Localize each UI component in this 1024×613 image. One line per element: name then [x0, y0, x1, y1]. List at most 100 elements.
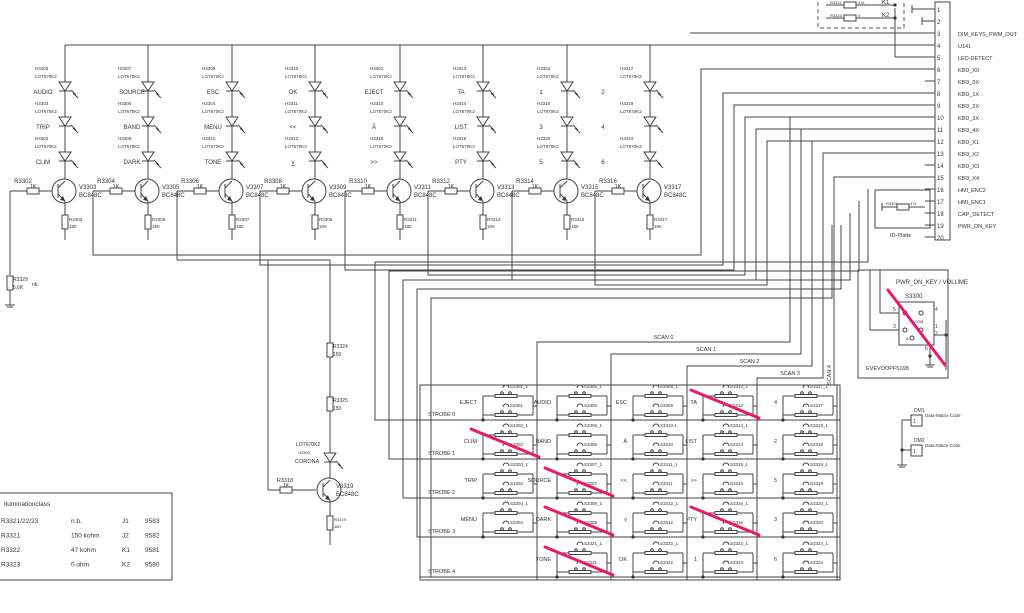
switch-contact-icon [508, 488, 512, 492]
led-label: 6 [601, 160, 605, 166]
led-light-arrow-icon [239, 162, 246, 169]
push-button-icon [502, 481, 510, 486]
push-button-icon [502, 501, 510, 506]
connector-pin-number: 4 [937, 44, 941, 50]
transistor-ref: V3317 [664, 185, 682, 191]
switch-contact-icon [574, 567, 578, 571]
switch-contact-icon [650, 469, 654, 473]
switch-ref: S3311_1 [660, 462, 678, 467]
emitter-resistor [563, 214, 571, 230]
switch-contact-icon [650, 410, 654, 414]
led-light-arrow-icon [407, 127, 414, 134]
switch-bar-icon [714, 511, 738, 515]
push-button-icon [502, 520, 510, 525]
connector-pin-number: 8 [937, 92, 941, 98]
switch-bar-icon [714, 570, 738, 574]
led-diode-icon [643, 116, 657, 127]
switch-contact-icon [574, 508, 578, 512]
power-key-pin: 5 [893, 307, 896, 313]
emitter-resistor-value: 180 [319, 224, 327, 229]
led-light-arrow-icon [488, 124, 495, 131]
push-button-icon [652, 520, 660, 525]
power-key-com: COM [914, 319, 923, 324]
base-resistor-ref: R3310 [349, 179, 367, 185]
led-type: LOT670K2 [370, 109, 392, 114]
switch-bar-icon [714, 452, 738, 456]
switch-ref: S3303_1 [510, 462, 529, 467]
led-light-arrow-icon [237, 89, 244, 96]
switch-bar-icon [714, 530, 738, 534]
led-label: TONE [205, 160, 222, 166]
data-matrix-pin: 1 [913, 449, 916, 455]
led-diode-icon [323, 452, 337, 463]
emitter-resistor-ref: R3317 [654, 217, 668, 222]
led-ref: H3307 [118, 66, 132, 71]
switch-contact-icon [582, 449, 586, 453]
switch-contact-icon [508, 410, 512, 414]
led-diode-icon [225, 116, 239, 127]
led-ref: H3318 [537, 101, 551, 106]
base-route-wire [594, 140, 935, 286]
connector-pin-label: KBD_X3 [958, 164, 979, 170]
push-button-icon [576, 541, 584, 546]
base-resistor-value: 1K [113, 184, 120, 190]
junction-dot [481, 418, 485, 422]
junction-dot [701, 457, 705, 461]
switch-bar-icon [568, 413, 592, 417]
connector-pin-label: KBD_X4 [958, 176, 979, 182]
corona-res2-value: 150 [333, 406, 342, 412]
corona-led-label: CORONA [295, 459, 319, 465]
connector-pin-label: KBD_1X [958, 92, 979, 98]
switch-ref: S3319_1 [810, 462, 829, 467]
connector-pin-number: 20 [937, 236, 944, 242]
emitter-resistor-ref: R3303 [69, 217, 83, 222]
switch-bar-icon [568, 452, 592, 456]
led-label: OK [289, 90, 298, 96]
scan-label: SCAN 2 [740, 359, 760, 365]
led-type: LOT670K2 [620, 74, 642, 79]
data-matrix-ref: DM2 [914, 438, 925, 444]
push-button-icon [652, 462, 660, 467]
scan-route-wire [610, 128, 925, 385]
led-diode-icon [141, 151, 155, 162]
connector-pin-number: 6 [937, 68, 941, 74]
led-ref: H3311 [285, 101, 298, 106]
switch-contact-icon [658, 391, 662, 395]
led-light-arrow-icon [405, 159, 412, 166]
transistor-type: BC848C [246, 193, 269, 199]
emitter-resistor-ref: R3309 [319, 217, 333, 222]
switch-ref: S3322 [660, 560, 674, 565]
scan-route-wire [833, 176, 925, 385]
switch-contact-icon [500, 391, 504, 395]
switch-contact-icon [500, 508, 504, 512]
switch-bar-icon [714, 491, 738, 495]
switch-contact-icon [574, 527, 578, 531]
power-key-ref: S3300 [905, 294, 923, 300]
transistor-type: BC848C [581, 193, 604, 199]
switch-contact-icon [800, 410, 804, 414]
led-diode-icon [393, 81, 407, 92]
illumination-table-cell: n.b. [71, 518, 82, 525]
switch-bar-icon [494, 394, 518, 398]
led-type: LOT670K2 [370, 74, 392, 79]
led-diode-icon [141, 116, 155, 127]
power-key-pin: 6 [925, 346, 928, 352]
led-type: LOT670K2 [202, 109, 224, 114]
push-button-icon [502, 423, 510, 428]
id-plate-resistor [896, 203, 910, 211]
switch-bar-icon [794, 570, 818, 574]
led-type: LOT670K2 [620, 109, 642, 114]
connector-pin-number: 2 [937, 20, 941, 26]
switch-contact-icon [650, 548, 654, 552]
led-diode-icon [58, 151, 72, 162]
switch-contact-icon [720, 548, 724, 552]
switch-bar-icon [644, 491, 668, 495]
led-label: TA [457, 90, 464, 96]
switch-bar-icon [794, 394, 818, 398]
key-label: PTY [686, 517, 697, 523]
led-light-arrow-icon [655, 159, 662, 166]
led-type: LOT670K2 [537, 144, 559, 149]
switch-ref: S3318_1 [810, 423, 829, 428]
led-light-arrow-icon [70, 89, 77, 96]
illumination-table-cell: 9581 [145, 547, 160, 554]
